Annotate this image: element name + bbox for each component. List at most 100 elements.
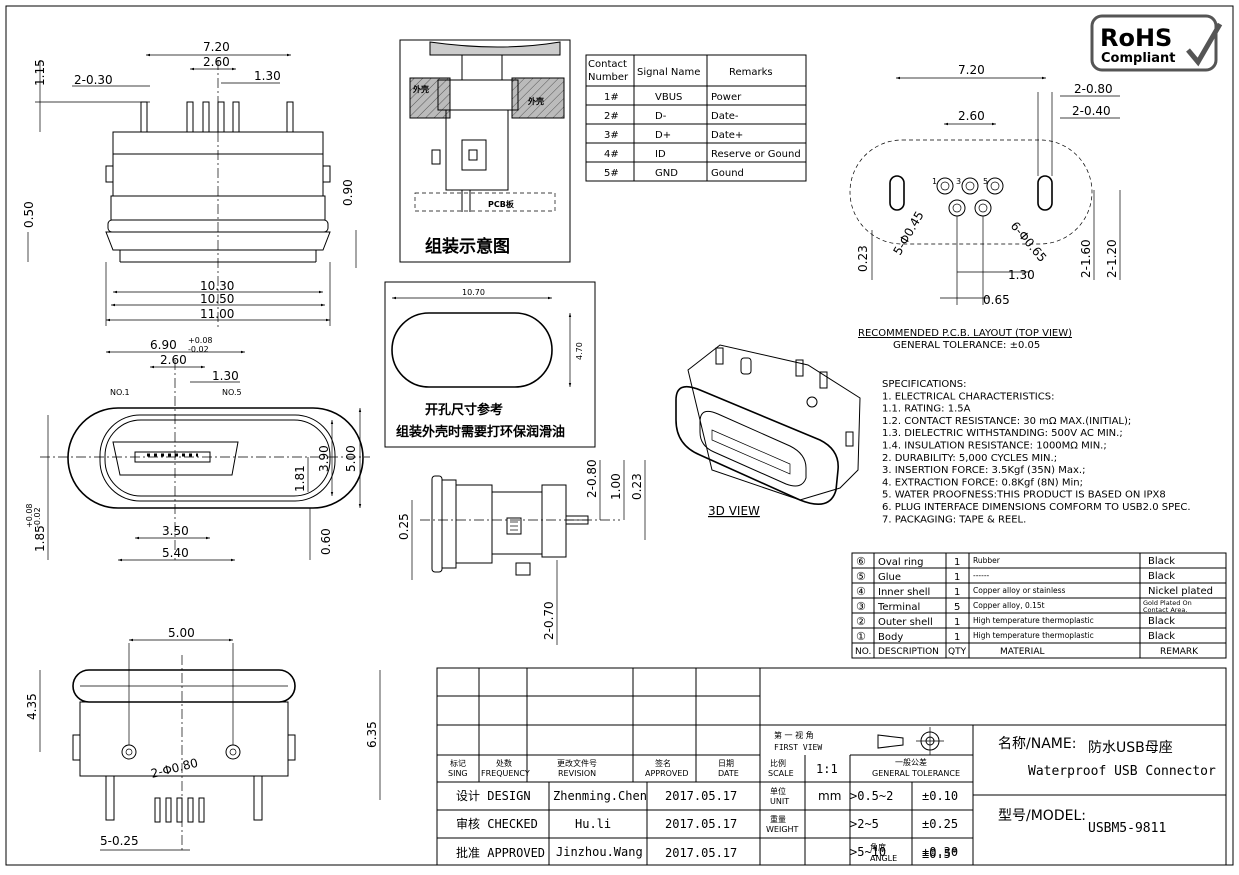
h-date: DATE — [718, 769, 739, 778]
pin-table: Contact Number Signal Name Remarks 1#VBU… — [585, 54, 807, 182]
bom-remark: Black — [1148, 556, 1175, 567]
bom-no: ① — [856, 630, 866, 643]
dim-1050: 10.50 — [200, 292, 234, 306]
h-sing: SING — [448, 769, 468, 778]
bottom-hole: 2-Φ0.80 — [149, 756, 199, 781]
spec-line: 4. EXTRACTION FORCE: 0.8Kgf (8N) Min; — [882, 477, 1083, 488]
bottom-dim-635: 6.35 — [365, 721, 379, 748]
bom-material: ------ — [973, 571, 990, 580]
cutout-height: 4.70 — [575, 342, 584, 360]
pcb-dim-260: 2.60 — [958, 109, 985, 123]
bom-header: QTY — [948, 647, 967, 657]
dim-185: 1.85 — [33, 525, 47, 552]
design-label: 设计 DESIGN — [456, 789, 531, 803]
h-date-cn: 日期 — [718, 759, 734, 768]
pcb-dim-065b: 0.65 — [983, 293, 1010, 307]
pin-row-remark: Reserve or Gound — [711, 149, 801, 160]
pcb-layout: 1 3 5 7.20 2.60 2-0.80 2-0.40 5-Φ0.45 6-… — [849, 63, 1121, 351]
tolerance-range: >2~5 — [850, 817, 879, 831]
dim-690: 6.90 — [150, 338, 177, 352]
side-dim-023: 0.23 — [630, 473, 644, 500]
bom-header: REMARK — [1160, 647, 1199, 657]
checked-label: 审核 CHECKED — [456, 816, 538, 831]
bom-no: ③ — [856, 600, 866, 613]
h-scale-cn: 比例 — [770, 758, 786, 768]
angle-en: ANGLE — [870, 854, 897, 863]
unit-en: UNIT — [770, 797, 789, 806]
pin-row-signal: ID — [655, 149, 666, 160]
bom-no: ⑥ — [856, 555, 866, 568]
pin-row-number: 2# — [604, 111, 619, 122]
cutout-reference: 10.70 4.70 开孔尺寸参考 组装外壳时需要打环保润滑油 — [384, 281, 596, 448]
side-dim-100: 1.00 — [609, 473, 623, 500]
pin-row-number: 4# — [604, 149, 619, 160]
dim-060: 0.60 — [319, 528, 333, 555]
pcb-dim-065: 6-Φ0.65 — [1008, 219, 1050, 265]
dim-390: 3.90 — [317, 445, 331, 472]
bottom-dim-025: 5-0.25 — [100, 834, 139, 848]
bom-remark: Black — [1148, 631, 1175, 642]
view-3d: 3D VIEW — [675, 344, 861, 518]
approved-name: Jinzhou.Wang — [556, 845, 643, 859]
pin-row-signal: D- — [655, 111, 667, 122]
tolerance-range: >5~10 — [850, 845, 886, 859]
pcb-dim-023: 0.23 — [856, 245, 870, 272]
dim-540: 5.40 — [162, 546, 189, 560]
dim-tv-260: 2.60 — [160, 353, 187, 367]
label-shell-left: 外壳 — [413, 84, 429, 94]
cutout-caption-1: 开孔尺寸参考 — [425, 402, 503, 418]
approved-date: 2017.05.17 — [665, 846, 737, 860]
dim-090: 0.90 — [341, 179, 355, 206]
h-appr-cn: 签名 — [655, 758, 671, 768]
pin-row-signal: GND — [655, 168, 678, 179]
specifications: SPECIFICATIONS:1. ELECTRICAL CHARACTERIS… — [882, 379, 1191, 525]
h-sing-cn: 标记 — [450, 758, 466, 768]
bom-material: High temperature thermoplastic — [973, 631, 1094, 640]
dim-181: 1.81 — [293, 465, 307, 492]
rohs-text: RoHS — [1100, 24, 1172, 52]
label-shell-right: 外壳 — [528, 96, 544, 106]
spec-line: 3. INSERTION FORCE: 3.5Kgf (35N) Max.; — [882, 465, 1085, 476]
tol-185-dn: -0.02 — [33, 507, 42, 528]
pcb-dim-720: 7.20 — [958, 63, 985, 77]
view-3d-label: 3D VIEW — [708, 504, 760, 518]
name-label: 名称/NAME: — [998, 736, 1076, 752]
pcb-pin-3: 3 — [956, 177, 961, 186]
dim-050: 0.50 — [22, 201, 36, 228]
bom-qty: 1 — [954, 557, 960, 568]
tol-690-dn: -0.02 — [188, 345, 209, 354]
design-name: Zhenming.Chen — [553, 789, 647, 803]
pin-row-remark: Power — [711, 92, 742, 103]
model-value: USBM5-9811 — [1088, 821, 1166, 836]
label-pcb: PCB板 — [488, 199, 515, 209]
weight-cn: 重量 — [770, 814, 786, 824]
pin-row-remark: Date- — [711, 111, 739, 122]
dim-1100: 11.00 — [200, 307, 234, 321]
pcb-dim-120: 2-1.20 — [1105, 239, 1119, 278]
h-scale: SCALE — [768, 769, 794, 778]
h-freq-cn: 处数 — [496, 758, 512, 768]
dim-2-030: 2-0.30 — [74, 73, 113, 87]
name-cn: 防水USB母座 — [1088, 740, 1173, 756]
bom-material: Rubber — [973, 556, 1001, 565]
bom-description: Terminal — [877, 602, 920, 613]
tolerance-value: ±0.30 — [922, 845, 958, 859]
tolerance-value: ±0.25 — [922, 817, 958, 831]
pcb-dim-080: 2-0.80 — [1074, 82, 1113, 96]
dim-350: 3.50 — [162, 524, 189, 538]
title-block: 第 一 视 角 FIRST VIEW 一般公差 GENERAL TOLERANC… — [436, 667, 1227, 866]
pcb-layout-tolerance: GENERAL TOLERANCE: ±0.05 — [893, 340, 1040, 351]
h-freq: FREQUENCY — [481, 769, 530, 778]
general-tol-en: GENERAL TOLERANCE — [872, 769, 960, 778]
bom-description: Body — [878, 632, 903, 643]
dim-1030: 10.30 — [200, 279, 234, 293]
pcb-dim-160: 2-1.60 — [1079, 239, 1093, 278]
dim-130: 1.30 — [254, 69, 281, 83]
spec-line: 2. DURABILITY: 5,000 CYCLES MIN.; — [882, 453, 1057, 464]
pin-header-number: Number — [588, 72, 629, 83]
bom-material: High temperature thermoplastic — [973, 616, 1094, 625]
pin-row-signal: D+ — [655, 130, 671, 141]
bom-description: Glue — [878, 572, 901, 583]
cutout-caption-2: 组装外壳时需要打环保润滑油 — [396, 424, 565, 440]
